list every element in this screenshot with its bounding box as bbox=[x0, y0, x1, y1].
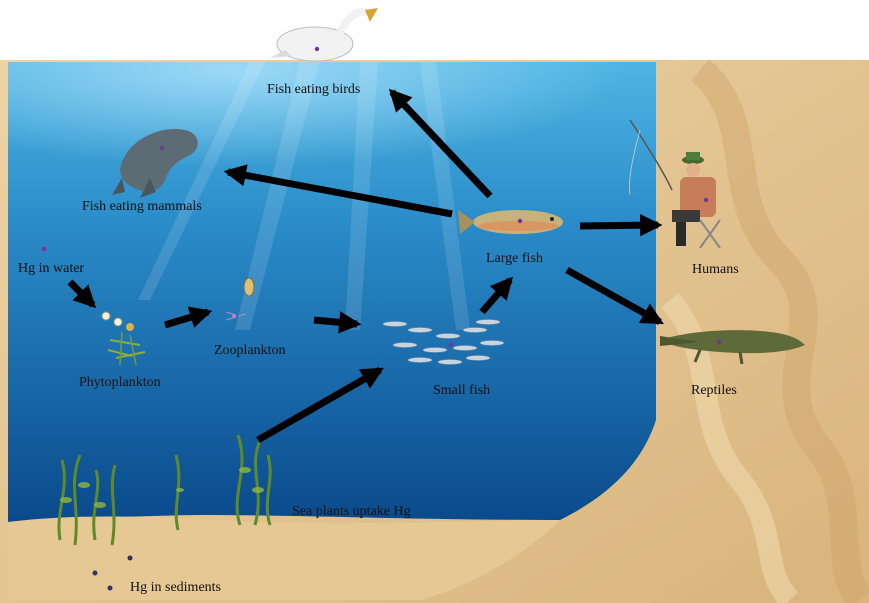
label-phytoplankton: Phytoplankton bbox=[79, 376, 161, 390]
label-hg-in-sediments: Hg in sediments bbox=[130, 581, 221, 595]
label-sea-plants-uptake-hg: Sea plants uptake Hg bbox=[292, 505, 411, 519]
label-hg-in-water: Hg in water bbox=[18, 262, 84, 276]
hg-water-dot bbox=[42, 247, 47, 252]
label-zooplankton: Zooplankton bbox=[214, 344, 286, 358]
label-large-fish: Large fish bbox=[486, 252, 543, 266]
label-small-fish: Small fish bbox=[433, 384, 490, 398]
label-fish-eating-mammals: Fish eating mammals bbox=[82, 200, 202, 214]
arrow-zooplankton-to-small-fish bbox=[314, 320, 357, 324]
arrow-large-fish-to-humans bbox=[580, 225, 658, 226]
label-humans: Humans bbox=[692, 263, 739, 277]
label-fish-eating-birds: Fish eating birds bbox=[267, 83, 360, 97]
small-fish-hg-dot bbox=[449, 343, 453, 347]
pelican-icon bbox=[270, 8, 378, 61]
label-reptiles: Reptiles bbox=[691, 384, 737, 398]
